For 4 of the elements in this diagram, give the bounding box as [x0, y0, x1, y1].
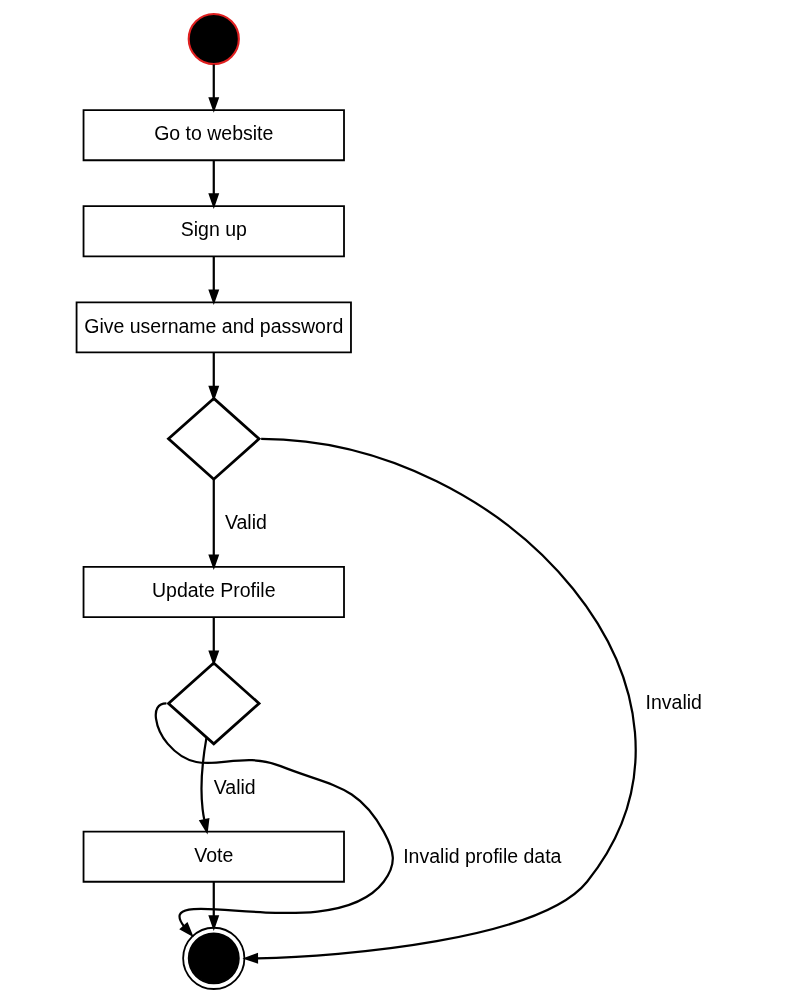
edge-label: Valid [224, 510, 267, 533]
edge-label: Valid [213, 775, 256, 798]
edge-label: Invalid profile data [402, 844, 561, 867]
edge-label: Invalid [645, 691, 702, 714]
